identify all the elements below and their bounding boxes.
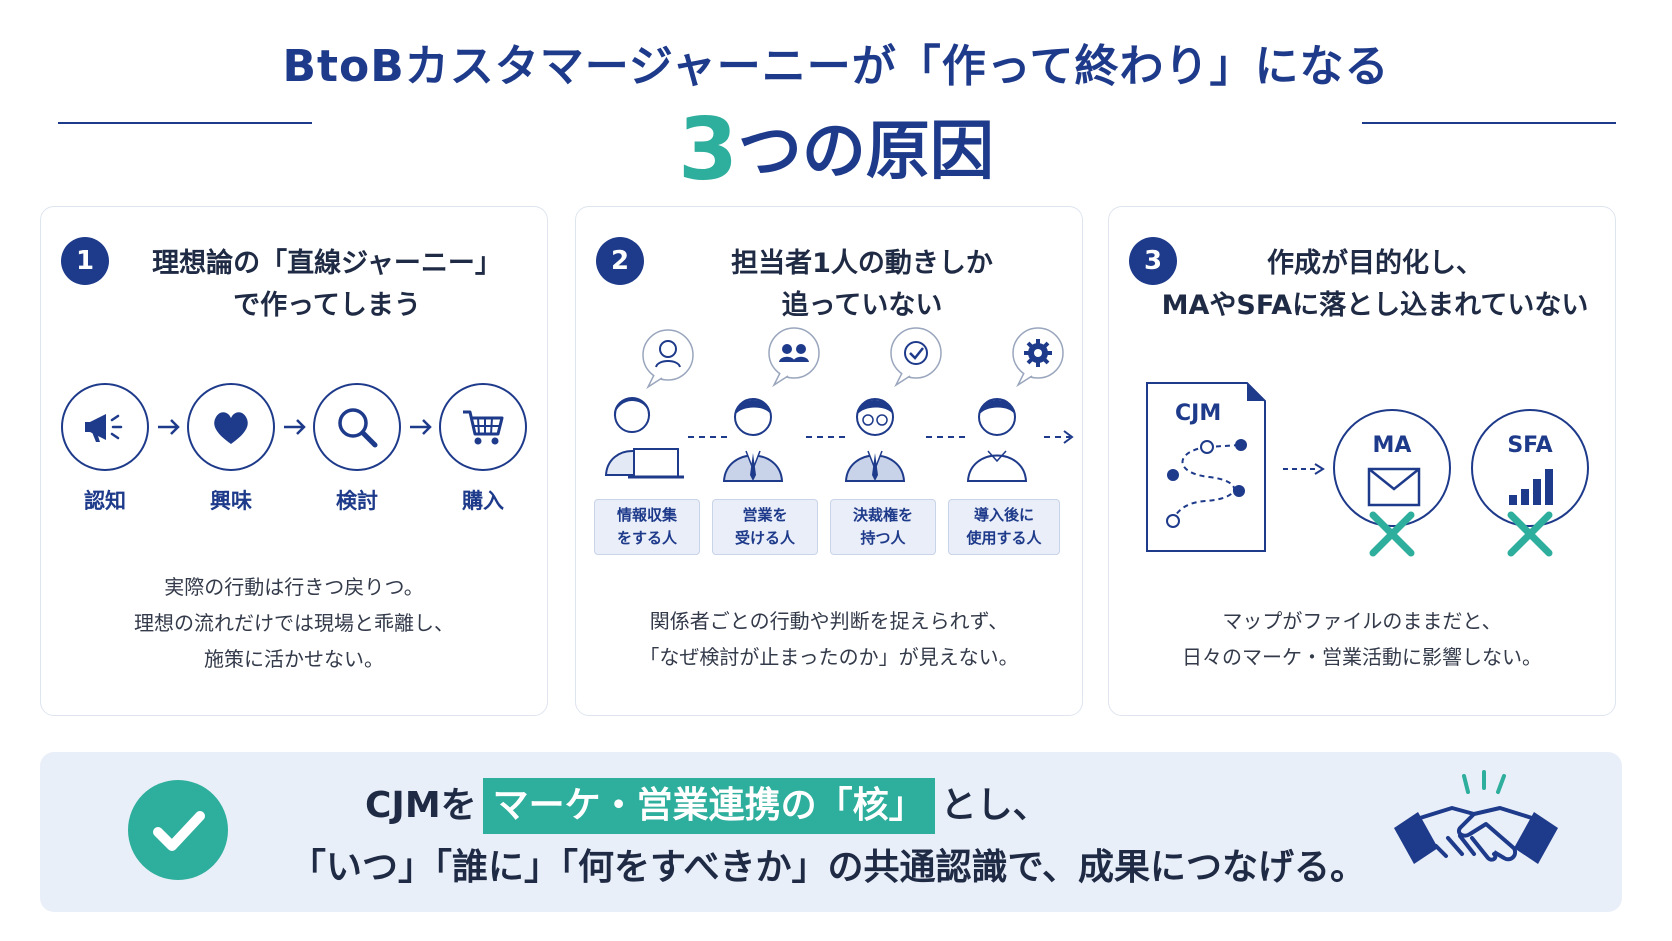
journey-step-label: 認知 — [84, 489, 126, 513]
arrow-right-icon — [410, 419, 432, 435]
stakeholder-illustration — [604, 327, 1074, 482]
description-line: マップがファイルのままだと、 — [1222, 609, 1502, 633]
cjm-doc-label: CJM — [1175, 401, 1222, 426]
cause-title: 理想論の「直線ジャーニー」 で作ってしまう — [121, 243, 533, 327]
gear-icon — [1012, 327, 1064, 388]
cause-title-line: 作成が目的化し、 — [1267, 248, 1483, 279]
cause-title-line: 担当者1人の動きしか — [731, 248, 993, 279]
cause-card-2: 2 担当者1人の動きしか 追っていない — [575, 206, 1083, 716]
stakeholder-row: 情報収集 をする人 営業を 受ける人 決裁権を 持つ人 導入後に 使用する人 — [576, 325, 1084, 555]
conclusion-banner: CJMをマーケ・営業連携の「核」とし、 「いつ」「誰に」「何をすべきか」の共通認… — [40, 752, 1622, 912]
person-icon — [604, 397, 684, 479]
cause-title-line: 追っていない — [781, 290, 943, 321]
cause-title: 作成が目的化し、 MAやSFAに落とし込まれていない — [1149, 243, 1601, 327]
cause-title-line: で作ってしまう — [233, 290, 421, 321]
description-line: 実際の行動は行きつ戻りつ。 — [164, 575, 424, 599]
journey-step: 検討 — [311, 383, 403, 515]
journey-step: 興味 — [185, 383, 277, 515]
role-label-line: 使用する人 — [966, 529, 1042, 547]
description-line: 施策に活かせない。 — [204, 647, 384, 671]
role-label: 決裁権を 持つ人 — [830, 499, 936, 555]
mail-icon — [1367, 467, 1421, 507]
cause-title-line: 理想論の「直線ジャーニー」 — [152, 248, 502, 279]
search-icon — [313, 383, 401, 471]
conclusion-line-2: 「いつ」「誰に」「何をすべきか」の共通認識で、成果につなげる。 — [290, 847, 1367, 888]
role-label-line: 導入後に — [973, 506, 1034, 524]
check-icon — [890, 327, 942, 388]
cause-card-3: 3 作成が目的化し、 MAやSFAに落とし込まれていない CJM MA SFA — [1108, 206, 1616, 716]
person-search-icon — [642, 329, 694, 390]
cause-description: 関係者ごとの行動や判断を捉えられず、 「なぜ検討が止まったのか」が見えない。 — [586, 603, 1072, 675]
conclusion-line-1: CJMをマーケ・営業連携の「核」とし、 — [365, 778, 1049, 834]
sfa-target: SFA — [1471, 409, 1589, 527]
conclusion-suffix: とし、 — [940, 785, 1049, 826]
person-icon — [844, 398, 906, 482]
cause-description: 実際の行動は行きつ戻りつ。 理想の流れだけでは現場と乖離し、 施策に活かせない。 — [51, 569, 537, 677]
megaphone-icon — [61, 383, 149, 471]
cause-description: マップがファイルのままだと、 日々のマーケ・営業活動に影響しない。 — [1119, 603, 1605, 675]
role-label-line: 営業を — [742, 506, 788, 524]
person-icon — [722, 398, 784, 482]
ma-target: MA — [1333, 409, 1451, 527]
journey-step-label: 検討 — [336, 489, 378, 513]
role-label-line: 情報収集 — [616, 506, 677, 524]
conclusion-highlight: マーケ・営業連携の「核」 — [482, 778, 935, 834]
description-line: 理想の流れだけでは現場と乖離し、 — [134, 611, 454, 635]
title-rest: つの原因 — [737, 115, 994, 189]
heart-icon — [187, 383, 275, 471]
cause-number-badge: 3 — [1129, 237, 1177, 285]
cause-card-1: 1 理想論の「直線ジャーニー」 で作ってしまう 認知 — [40, 206, 548, 716]
role-label: 情報収集 をする人 — [594, 499, 700, 555]
title-number: 3 — [678, 100, 738, 200]
cart-icon — [439, 383, 527, 471]
cause-number-badge: 1 — [61, 237, 109, 285]
journey-step-label: 興味 — [210, 489, 252, 513]
journey-step-label: 購入 — [462, 489, 504, 513]
person-icon — [966, 398, 1028, 482]
arrow-right-icon — [284, 419, 306, 435]
bar-chart-icon — [1509, 469, 1553, 505]
cause-title-line: MAやSFAに落とし込まれていない — [1161, 290, 1589, 321]
sfa-label: SFA — [1507, 433, 1553, 458]
role-label-line: 決裁権を — [852, 506, 913, 524]
group-icon — [768, 327, 820, 388]
ma-label: MA — [1372, 433, 1412, 458]
linear-journey-flow: 認知 興味 検討 — [59, 383, 529, 523]
description-line: 日々のマーケ・営業活動に影響しない。 — [1182, 645, 1542, 669]
cross-icon — [1507, 511, 1553, 557]
title-rule-left — [58, 122, 312, 124]
journey-step: 認知 — [59, 383, 151, 515]
handshake-icon — [1394, 770, 1558, 864]
arrow-right-icon — [1283, 463, 1325, 475]
role-label: 導入後に 使用する人 — [948, 499, 1060, 555]
cjm-document-icon: CJM — [1145, 381, 1267, 553]
description-line: 「なぜ検討が止まったのか」が見えない。 — [639, 645, 1019, 669]
page-title: BtoBカスタマージャーニーが「作って終わり」になる — [282, 41, 1390, 92]
arrow-right-icon — [158, 419, 180, 435]
title-rule-right — [1362, 122, 1616, 124]
cause-title: 担当者1人の動きしか 追っていない — [656, 243, 1068, 327]
cause-number-badge: 2 — [596, 237, 644, 285]
role-label-line: 受ける人 — [734, 529, 795, 547]
description-line: 関係者ごとの行動や判断を捉えられず、 — [649, 609, 1009, 633]
role-label-line: 持つ人 — [860, 529, 906, 547]
role-label-line: をする人 — [616, 529, 677, 547]
journey-step: 購入 — [437, 383, 529, 515]
cross-icon — [1369, 511, 1415, 557]
role-label: 営業を 受ける人 — [712, 499, 818, 555]
checkmark-icon — [128, 780, 228, 880]
page-subtitle: 3つの原因 — [0, 100, 1672, 200]
conclusion-prefix: CJMを — [365, 785, 477, 826]
